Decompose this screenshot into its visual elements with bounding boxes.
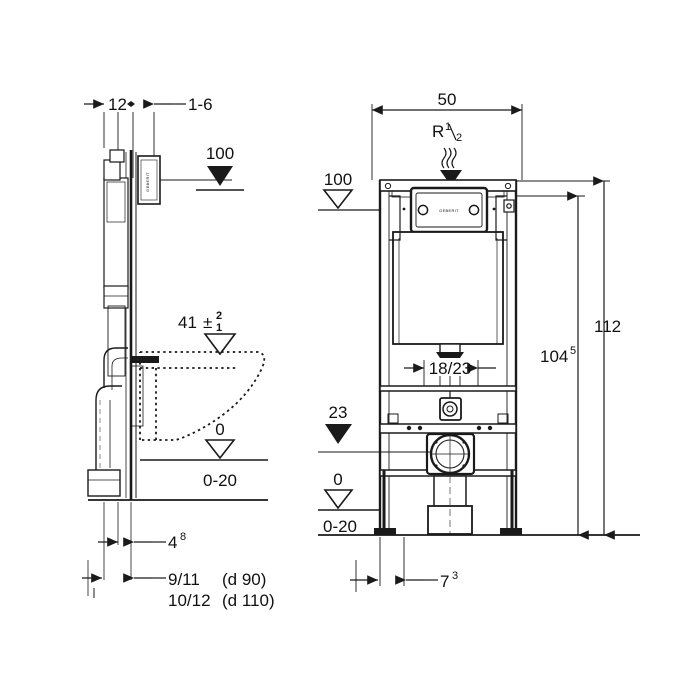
dim-104-label: 104: [540, 347, 568, 366]
side-level-41-label: 41: [178, 313, 197, 332]
dim-112-label: 112: [594, 317, 621, 336]
side-level-0-label: 0: [215, 420, 224, 439]
side-level-41: 41 ± 2 1: [178, 310, 237, 356]
level-marker-filled: [325, 424, 352, 444]
dim-18-23-label: 18/23: [429, 359, 472, 378]
vertical-dims: 112 104 5: [516, 176, 621, 540]
thread-num: 1: [445, 121, 451, 133]
level-marker-filled: [207, 166, 233, 186]
brand-logo-text: GEBERIT: [439, 208, 459, 213]
front-level-0-20-label: 0-20: [323, 517, 357, 536]
dim-1-6-label: 1-6: [188, 95, 213, 114]
level-marker-open: [203, 333, 237, 356]
dim-10-12-label: 10/12: [168, 591, 211, 610]
frame-inner-brackets: [389, 195, 515, 241]
water-connection-R12: R 1 2: [432, 121, 462, 186]
front-bottom-dims: 7 3: [350, 537, 458, 592]
level-marker-open: [323, 489, 354, 510]
dim-12: 12: [84, 95, 135, 114]
dim-4-8: 4 8: [98, 531, 186, 552]
dim-104-sup: 5: [570, 345, 576, 357]
side-level-41-pm: ±: [203, 313, 212, 332]
front-level-0: 0 0-20: [318, 470, 380, 536]
side-level-41-sub: 1: [216, 322, 222, 334]
front-level-0-label: 0: [333, 470, 342, 489]
water-arrow-icon: [440, 170, 462, 186]
drain-stack: [427, 475, 473, 535]
dim-50: 50: [371, 90, 523, 180]
side-level-100: 100: [160, 144, 244, 191]
frame-feet: [374, 470, 522, 535]
front-level-100: 100: [318, 170, 380, 211]
side-soil-pipe: [87, 347, 128, 497]
waste-outlet-flange: [425, 432, 476, 476]
thread-den: 2: [456, 132, 462, 144]
dim-4-8-sup: 8: [180, 531, 186, 543]
dim-7-3-label: 7: [440, 572, 449, 591]
dim-tick-diamond: [127, 101, 135, 107]
dim-9-11-label: 9/11: [168, 570, 200, 589]
thread-R: R: [432, 122, 444, 141]
dim-10-12-note: (d 110): [222, 591, 275, 610]
dim-9-11-note: (d 90): [222, 570, 266, 589]
front-level-23-label: 23: [329, 403, 348, 422]
side-level-0: 0 0-20: [140, 420, 268, 490]
front-elevation-group: 50 R 1 2: [318, 90, 640, 592]
side-elevation-group: 12 1-6 GEBERIT: [82, 95, 275, 610]
dim-50-label: 50: [438, 90, 457, 109]
side-level-41-sup: 2: [216, 310, 222, 322]
side-brand-text: GEBERIT: [145, 172, 150, 192]
level-marker-open: [204, 439, 236, 460]
dim-4-8-label: 4: [168, 533, 177, 552]
side-level-0-20-label: 0-20: [203, 471, 237, 490]
front-level-100-label: 100: [324, 170, 352, 189]
level-marker-open: [322, 189, 354, 210]
dim-10-12: 10/12 (d 110): [168, 591, 275, 610]
dim-7-3-sup: 3: [452, 570, 458, 582]
side-connector-spigot: [130, 356, 159, 427]
dim-1-6: 1-6: [143, 95, 213, 114]
side-flush-plate: GEBERIT: [137, 155, 161, 205]
dim-12-label: 12: [108, 95, 127, 114]
dim-9-11: 9/11 (d 90): [82, 570, 266, 598]
water-wave-icon: [441, 147, 457, 169]
side-wc-ceramic-outline: [139, 351, 266, 441]
concealed-cistern: [392, 231, 504, 358]
water-supply-fitting: [439, 391, 462, 421]
rail-bolt-holes: [406, 425, 493, 431]
front-level-23: 23: [318, 403, 430, 453]
side-cistern-body: [103, 149, 129, 377]
side-level-100-label: 100: [206, 144, 234, 163]
